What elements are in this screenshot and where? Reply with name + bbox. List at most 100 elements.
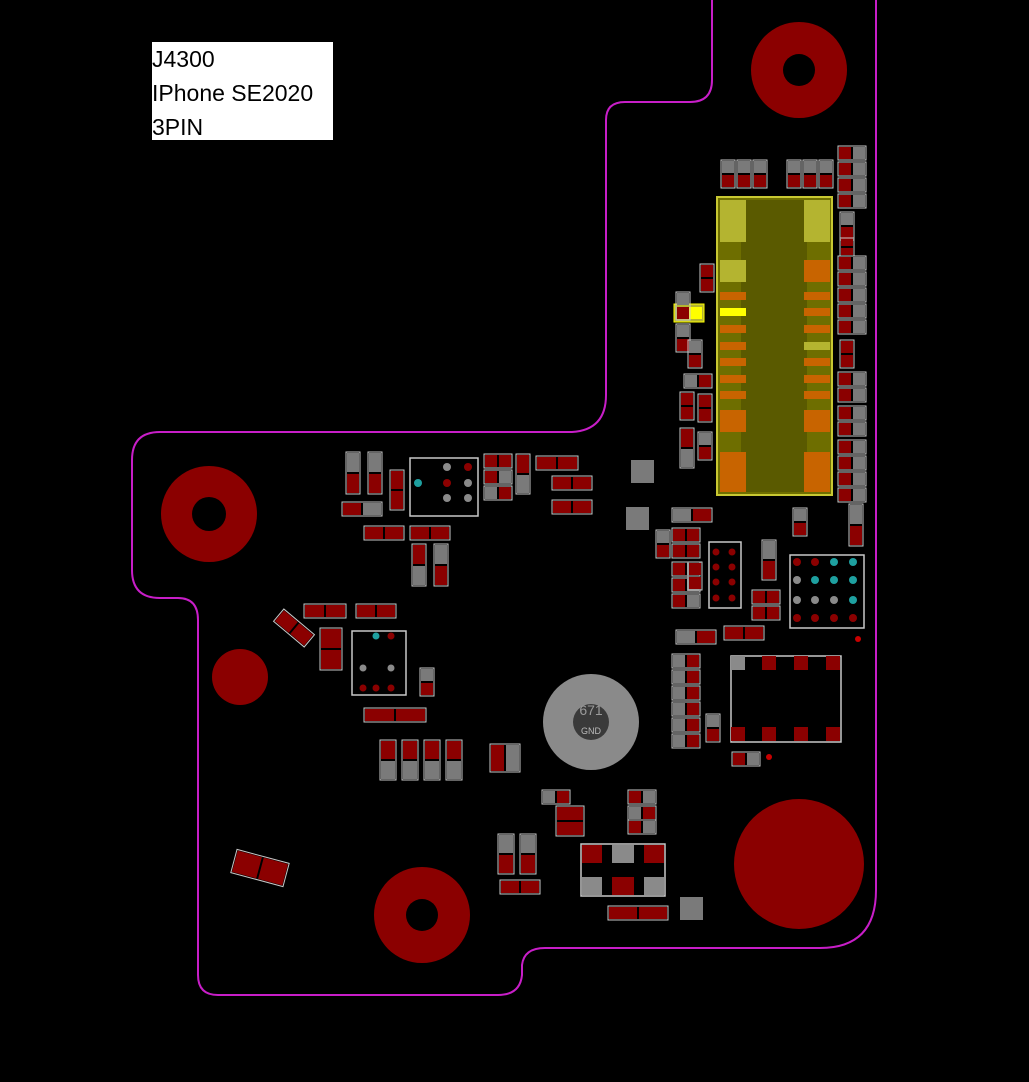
test-point-number: 671 [579, 702, 603, 718]
bga-chip [789, 554, 865, 629]
passive-component [355, 603, 397, 619]
passive-component [837, 319, 867, 335]
passive-component [837, 255, 867, 271]
passive-component [705, 713, 721, 743]
passive-component [607, 905, 669, 921]
passive-component [671, 653, 701, 669]
passive-component [839, 211, 855, 241]
passive-component [723, 625, 765, 641]
pin-count: 3PIN [152, 114, 204, 140]
passive-component [752, 159, 768, 189]
passive-component [837, 439, 867, 455]
passive-component [433, 543, 449, 587]
passive-component [483, 453, 513, 469]
passive-component [839, 339, 855, 369]
passive-component [697, 431, 713, 461]
passive-component [423, 739, 441, 781]
passive-component [792, 507, 808, 537]
passive-component [367, 451, 383, 495]
round-pad [212, 649, 268, 705]
passive-component [363, 707, 427, 723]
passive-component [671, 593, 701, 609]
passive-component [272, 608, 316, 648]
mounting-hole [161, 466, 257, 562]
ic-package [730, 655, 842, 743]
passive-component [411, 543, 427, 587]
passive-component [489, 743, 521, 773]
passive-component [483, 469, 513, 485]
passive-component [837, 145, 867, 161]
passive-component [818, 159, 834, 189]
passive-component [751, 605, 781, 621]
passive-component [837, 271, 867, 287]
passive-component [627, 789, 657, 805]
passive-component [671, 507, 713, 523]
passive-component [837, 455, 867, 471]
passive-component [230, 848, 290, 888]
passive-component [683, 373, 713, 389]
large-round-pad [734, 799, 864, 929]
passive-component [751, 589, 781, 605]
passive-component [541, 789, 571, 805]
passive-component [802, 159, 818, 189]
component-designator: J4300 [152, 46, 215, 72]
passive-component [687, 561, 703, 591]
passive-component [671, 543, 701, 559]
mounting-hole [751, 22, 847, 118]
passive-component [671, 669, 701, 685]
passive-component [736, 159, 752, 189]
passive-component [837, 421, 867, 437]
passive-component [551, 475, 593, 491]
device-model: IPhone SE2020 [152, 80, 314, 106]
passive-component [679, 427, 695, 469]
passive-component [671, 701, 701, 717]
passive-component [535, 455, 579, 471]
passive-component [519, 833, 537, 875]
passive-component [837, 487, 867, 503]
passive-component [731, 751, 761, 767]
passive-component [839, 237, 855, 257]
passive-component [379, 739, 397, 781]
passive-component [837, 371, 867, 387]
passive-component [675, 629, 717, 645]
passive-component [837, 303, 867, 319]
passive-component [675, 323, 691, 353]
passive-component [363, 525, 405, 541]
passive-component [303, 603, 347, 619]
passive-component [419, 667, 435, 697]
bga-chip [409, 457, 479, 517]
test-pad [680, 897, 703, 920]
bga-chip [708, 541, 742, 609]
passive-component [401, 739, 419, 781]
selected-pin[interactable] [720, 308, 746, 316]
gnd-test-point[interactable]: 671 GND [543, 674, 639, 770]
passive-component [671, 527, 701, 543]
passive-component [837, 471, 867, 487]
passive-component [837, 177, 867, 193]
mounting-hole [374, 867, 470, 963]
passive-component [761, 539, 777, 581]
passive-component [687, 339, 703, 369]
connector-j4300[interactable] [716, 196, 833, 496]
component-label: J4300 IPhone SE2020 3PIN [152, 42, 333, 140]
passive-component [837, 193, 867, 209]
passive-component [515, 453, 531, 495]
passive-component [319, 627, 343, 671]
passive-component [627, 805, 657, 821]
passive-component [671, 717, 701, 733]
passive-component [497, 833, 515, 875]
passive-component [341, 501, 383, 517]
test-pad [626, 507, 649, 530]
passive-component [837, 387, 867, 403]
passive-component [555, 805, 585, 837]
passive-component [483, 485, 513, 501]
passive-component [697, 393, 713, 423]
passive-component [679, 391, 695, 421]
passive-component [720, 159, 736, 189]
bga-chip [351, 630, 407, 696]
passive-component [409, 525, 451, 541]
passive-component [837, 405, 867, 421]
passive-component [345, 451, 361, 495]
passive-component [699, 263, 715, 293]
